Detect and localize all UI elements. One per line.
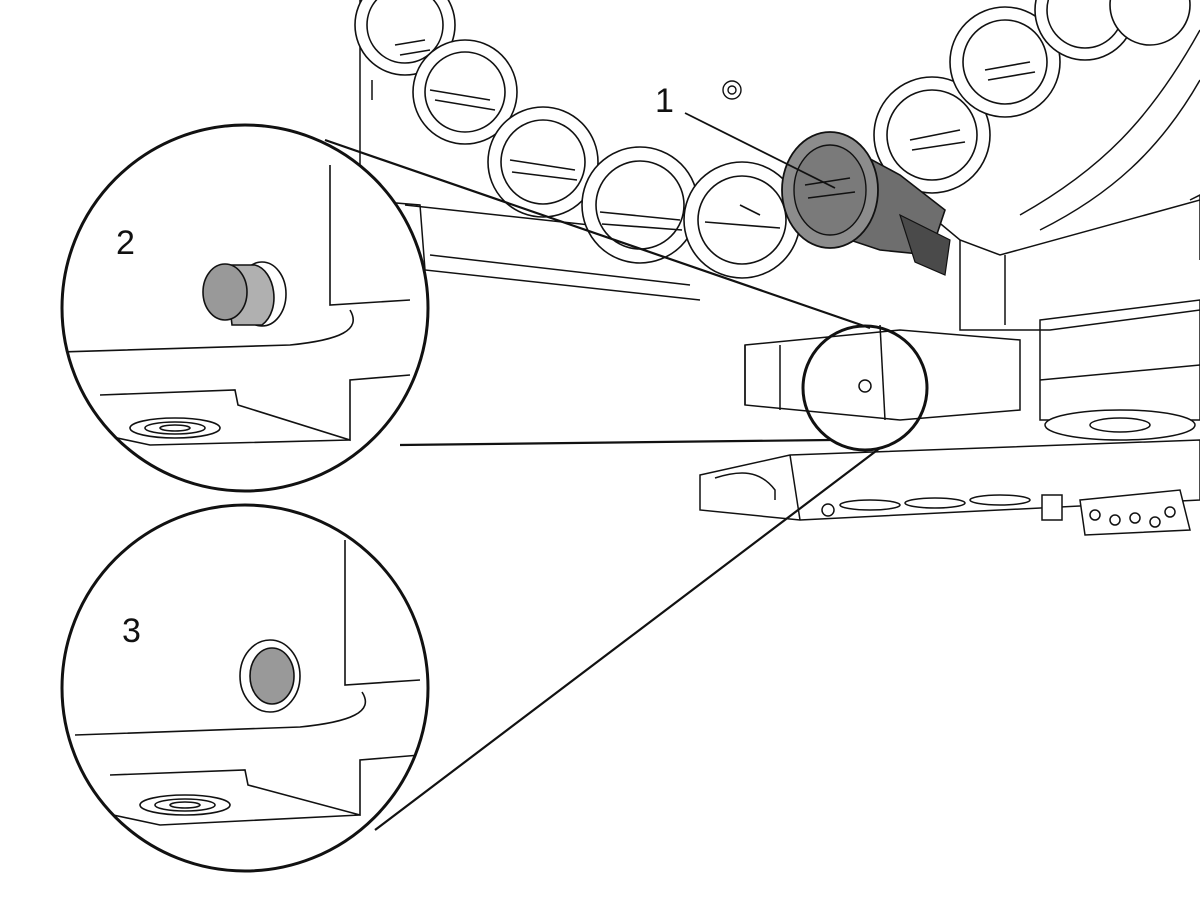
magnifier-lines: [324, 138, 881, 831]
callout-label-3: 3: [122, 612, 141, 650]
detail-view-2: [60, 123, 430, 493]
tool-pocket: [412, 39, 518, 145]
screw-hole: [722, 80, 742, 100]
tool-pocket: [949, 6, 1061, 118]
locating-pin-extended: [202, 261, 287, 327]
callout-label-1: 1: [655, 82, 674, 120]
tool-pocket: [1034, 0, 1136, 61]
highlighted-tool-pocket: [781, 131, 951, 276]
detail-view-3: [60, 503, 430, 873]
tool-pockets: [354, 0, 1191, 279]
tool-pocket: [683, 161, 801, 279]
callout-label-2: 2: [116, 224, 135, 262]
tool-pocket: [581, 146, 699, 264]
tool-pocket: [1109, 0, 1191, 46]
locating-pin-retracted: [239, 639, 301, 713]
callout-1-leader: [684, 112, 836, 189]
tool-pocket: [487, 106, 599, 218]
tool-pocket: [873, 76, 991, 194]
machine-frame: [359, 0, 1200, 421]
lower-mechanism: [699, 324, 1200, 536]
